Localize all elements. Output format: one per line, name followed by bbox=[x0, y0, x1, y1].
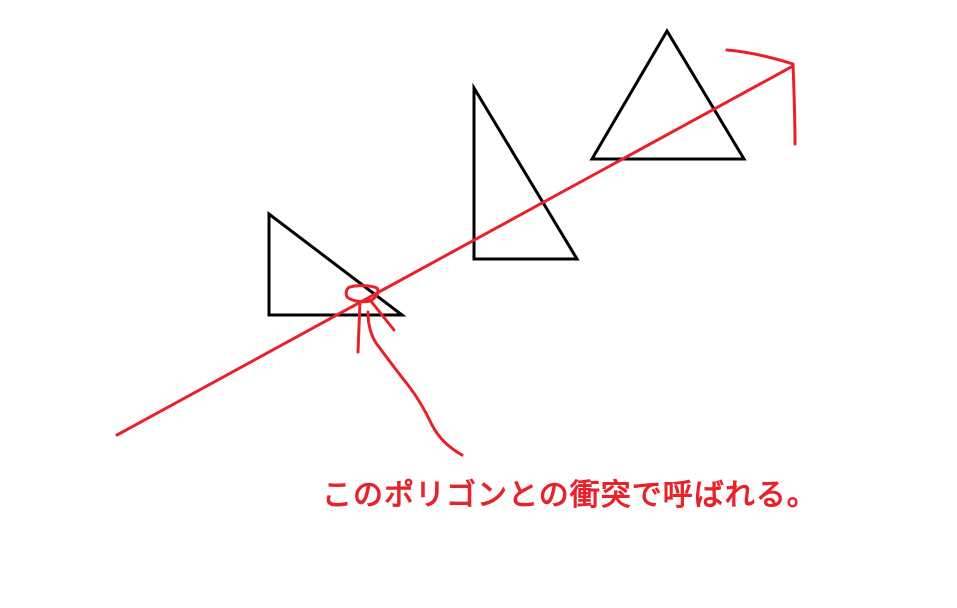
pointer-arrow-tail bbox=[366, 310, 464, 457]
ray-arrowhead bbox=[725, 48, 797, 146]
caption-text: このポリゴンとの衝突で呼ばれる。 bbox=[322, 478, 818, 513]
triangle-small bbox=[267, 210, 407, 317]
triangle-tall bbox=[472, 82, 580, 261]
ray-line bbox=[115, 64, 795, 437]
triangle-top bbox=[589, 28, 747, 161]
pointer-arrow-head bbox=[356, 298, 396, 354]
